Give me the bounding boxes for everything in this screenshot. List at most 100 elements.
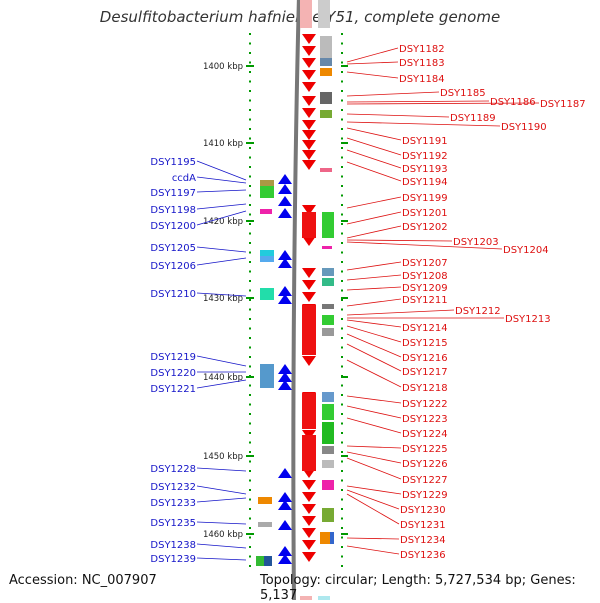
feature-block (322, 422, 334, 444)
reverse-gene-arrow (302, 205, 316, 215)
gene-connector-left (196, 543, 247, 549)
top-track-red (300, 0, 312, 28)
feature-block (258, 497, 272, 504)
scale-label: 1460 kbp (203, 530, 243, 540)
reverse-gene-arrow (302, 34, 316, 44)
gene-label-left: DSY1198 (150, 205, 196, 216)
tick-dot (249, 346, 251, 349)
tick-dot (249, 194, 251, 197)
gene-connector-right (346, 309, 455, 316)
reverse-gene-arrow (302, 96, 316, 106)
gene-connector-right (346, 100, 490, 103)
tick-dot (341, 470, 343, 472)
gene-connector-right (346, 211, 402, 225)
tick-dot (249, 337, 251, 339)
gene-connector-right (346, 333, 402, 358)
gene-connector-right (346, 274, 402, 281)
tick-dot (341, 118, 343, 121)
reverse-gene-arrow (302, 356, 316, 366)
tick-dot (341, 52, 343, 54)
tick-dot (249, 251, 251, 254)
forward-gene-arrow (278, 294, 292, 304)
gene-label-left: DSY1197 (150, 188, 196, 199)
tick-dot (249, 213, 251, 216)
reverse-gene-arrow (302, 540, 316, 550)
tick-dot (341, 90, 343, 92)
tick-dot (249, 156, 251, 159)
scale-label: 1430 kbp (203, 294, 243, 304)
feature-block (320, 92, 332, 104)
gene-label-right: DSY1215 (402, 338, 448, 349)
reverse-gene-arrow (302, 268, 316, 278)
tick-dot (341, 270, 343, 273)
tick-dot (249, 80, 251, 83)
gene-label-right: DSY1190 (501, 122, 547, 133)
feature-block (260, 288, 274, 300)
feature-block (320, 168, 332, 172)
tick-dot (341, 109, 343, 111)
reverse-gene-body (302, 435, 316, 471)
forward-gene-arrow (278, 364, 292, 374)
gene-connector-right (346, 545, 400, 555)
feature-block (322, 268, 334, 276)
tick-dot (341, 42, 343, 45)
gene-connector-right (346, 493, 400, 525)
gene-label-right: DSY1193 (402, 164, 448, 175)
gene-label-right: DSY1185 (440, 88, 486, 99)
tick-dot (249, 460, 251, 463)
tick-dot (341, 299, 343, 301)
reverse-gene-arrow (302, 46, 316, 56)
reverse-gene-arrow (302, 140, 316, 150)
tick-dot (249, 71, 251, 73)
scale-label: 1450 kbp (203, 452, 243, 462)
gene-connector-right (346, 137, 402, 156)
tick-dot (249, 479, 251, 482)
tick-dot (341, 460, 343, 463)
tick-dot (341, 308, 343, 311)
tick-dot (249, 90, 251, 92)
gene-connector-left (196, 379, 247, 389)
gene-connector-right (346, 489, 400, 510)
gene-label-right: DSY1208 (402, 271, 448, 282)
gene-label-right: DSY1207 (402, 258, 448, 269)
gene-connector-right (346, 405, 402, 419)
reverse-gene-arrow (302, 516, 316, 526)
tick-dot (249, 517, 251, 520)
gene-label-left: DSY1238 (150, 540, 196, 551)
tick-dot (341, 242, 343, 244)
feature-block (320, 532, 330, 544)
gene-connector-left (196, 497, 247, 503)
gene-label-left: DSY1206 (150, 261, 196, 272)
gene-label-right: DSY1216 (402, 353, 448, 364)
gene-label-right: DSY1236 (400, 550, 446, 561)
tick-dot (249, 451, 251, 453)
gene-connector-right (346, 261, 402, 271)
tick-dot (249, 498, 251, 501)
gene-connector-left (196, 210, 247, 226)
tick-dot (341, 318, 343, 320)
gene-connector-right (346, 102, 540, 105)
gene-label-right: DSY1199 (402, 193, 448, 204)
reverse-gene-arrow (302, 150, 316, 160)
gene-label-right: DSY1230 (400, 505, 446, 516)
tick-dot (341, 137, 343, 140)
gene-label-right: DSY1189 (450, 113, 496, 124)
tick-dot (341, 175, 343, 178)
gene-connector-right (346, 61, 399, 65)
tick-dot (341, 555, 343, 558)
feature-block (322, 315, 334, 325)
gene-label-left: ccdA (172, 173, 196, 184)
gene-label-right: DSY1213 (505, 314, 551, 325)
gene-connector-left (196, 355, 247, 367)
forward-gene-arrow (278, 286, 292, 296)
tick-dot (249, 118, 251, 121)
feature-block (322, 392, 334, 402)
tick-dot (249, 61, 251, 64)
reverse-gene-arrow (302, 480, 316, 490)
gene-label-right: DSY1204 (503, 245, 549, 256)
tick-dot (341, 546, 343, 548)
tick-dot (341, 422, 343, 425)
gene-label-right: DSY1229 (402, 490, 448, 501)
gene-label-right: DSY1218 (402, 383, 448, 394)
tick-dot (249, 536, 251, 539)
